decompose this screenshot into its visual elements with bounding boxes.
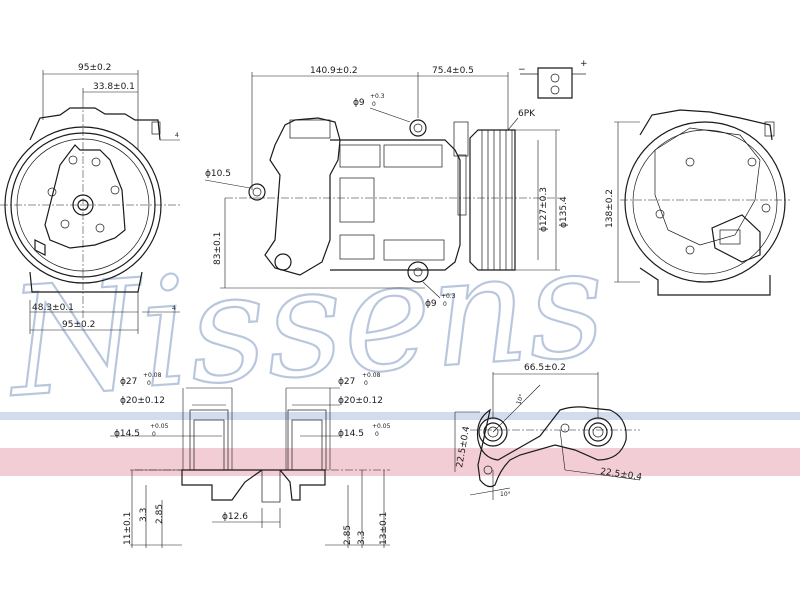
side-dim-height: 83±0.1 <box>213 232 223 265</box>
port-d20-right: ϕ20±0.12 <box>338 396 383 406</box>
port-h2-85-right: 2.85 <box>343 525 353 545</box>
front-dim-bottom-total: 95±0.2 <box>62 320 95 330</box>
port-d27-left: ϕ27 <box>120 377 137 387</box>
port-h13: 13±0.1 <box>379 512 389 545</box>
rear-dim-height: 138±0.2 <box>605 189 615 228</box>
side-belt-type: 6PK <box>518 109 536 119</box>
port-d14-left-tol2: 0 <box>152 431 156 438</box>
manifold-angle-bottom: 10° <box>500 491 511 498</box>
manifold-dim-spacing: 66.5±0.2 <box>524 363 566 373</box>
port-h2-85-left: 2.85 <box>155 504 165 524</box>
red-stripe <box>0 448 800 476</box>
side-dim-length: 140.9±0.2 <box>310 66 358 76</box>
port-h11: 11±0.1 <box>123 512 133 545</box>
side-view: 140.9±0.2 75.4±0.5 ϕ9 +0.3 0 ϕ10.5 83±0.… <box>204 59 588 309</box>
side-dim-pulley-offset: 75.4±0.5 <box>432 66 474 76</box>
port-d14-right: ϕ14.5 <box>338 429 364 439</box>
front-dim-top-total: 95±0.2 <box>78 63 111 73</box>
port-d12-6: ϕ12.6 <box>222 512 248 522</box>
port-d14-right-tol2: 0 <box>375 431 379 438</box>
side-dim-hole-top: ϕ9 <box>353 98 365 108</box>
rear-view: 138±0.2 <box>605 109 790 296</box>
manifold-angle-top: 10° <box>515 393 525 405</box>
port-d20-left: ϕ20±0.12 <box>120 396 165 406</box>
front-ref-top: 4 <box>175 132 179 139</box>
side-dim-hole-top-tol2: 0 <box>372 101 376 108</box>
port-d14-left: ϕ14.5 <box>114 429 140 439</box>
port-d27-right: ϕ27 <box>338 377 355 387</box>
front-dim-bottom-offset: 48.3±0.1 <box>32 303 74 313</box>
side-dim-hole-bottom: ϕ9 <box>425 299 437 309</box>
port-d27-right-tol: +0.08 <box>362 372 381 379</box>
connector-minus: − <box>518 65 526 75</box>
port-d14-left-tol: +0.05 <box>150 423 169 430</box>
port-d27-left-tol2: 0 <box>147 380 151 387</box>
port-h3-3-right: 3.3 <box>357 531 367 545</box>
port-d14-right-tol: +0.05 <box>372 423 391 430</box>
watermark-layer: Nissens <box>0 215 800 476</box>
watermark-logo: Nissens <box>1 216 610 431</box>
front-dim-top-hub: 33.8±0.1 <box>93 82 135 92</box>
port-section: ϕ27 +0.08 0 ϕ20±0.12 ϕ14.5 +0.05 0 ϕ27 +… <box>110 372 391 548</box>
connector-plus: + <box>580 59 588 69</box>
side-dim-hole-left: ϕ10.5 <box>205 169 231 179</box>
side-dim-hole-bottom-tol2: 0 <box>443 301 447 308</box>
port-d27-right-tol2: 0 <box>364 380 368 387</box>
front-ref-bottom: 4 <box>172 305 176 312</box>
port-d27-left-tol: +0.08 <box>143 372 162 379</box>
front-view: 95±0.2 33.8±0.1 4 48.3±0.1 95±0.2 4 <box>0 63 180 334</box>
port-h3-3-left: 3.3 <box>139 508 149 522</box>
side-dim-hole-bottom-tol: +0.3 <box>441 293 456 300</box>
side-dim-pulley-outer: ϕ135.4 <box>559 196 569 228</box>
blue-stripe <box>0 412 800 420</box>
side-dim-pulley-inner: ϕ127±0.3 <box>539 187 549 232</box>
side-dim-hole-top-tol: +0.3 <box>370 93 385 100</box>
